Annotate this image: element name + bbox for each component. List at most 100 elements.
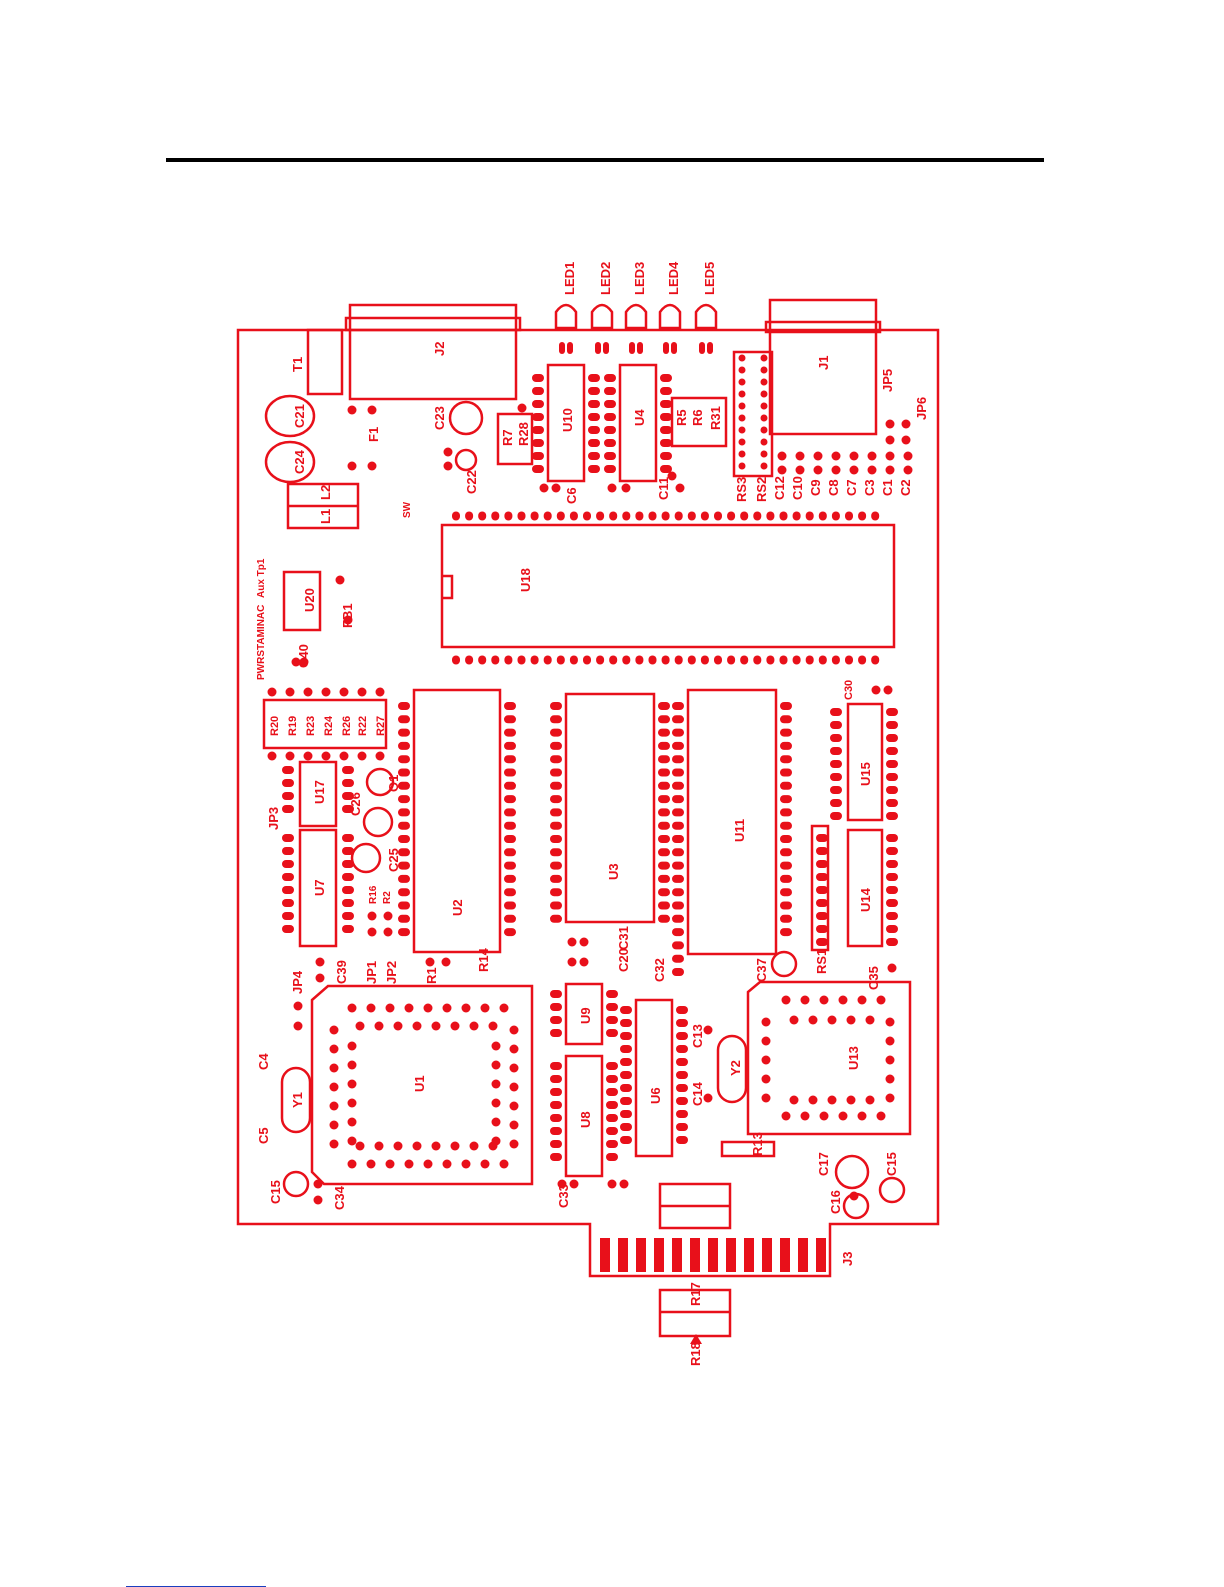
solder-pad: [886, 760, 898, 768]
solder-pad: [903, 465, 913, 475]
solder-pad: [478, 655, 487, 665]
solder-pad: [813, 451, 823, 461]
solder-pad: [672, 901, 684, 910]
solder-pad: [606, 1016, 618, 1024]
label-u4: U4: [632, 409, 647, 426]
solder-pad: [398, 928, 410, 937]
solder-pad: [583, 511, 591, 521]
solder-pad: [398, 741, 410, 750]
chip-u20: [282, 570, 322, 632]
solder-pad: [760, 402, 768, 410]
solder-pad: [777, 465, 787, 475]
solder-pad: [282, 899, 294, 907]
solder-pad: [398, 861, 410, 870]
solder-pad: [687, 511, 696, 521]
solder-pad: [509, 1025, 519, 1035]
solder-pad: [658, 702, 670, 710]
solder-pad: [903, 451, 913, 461]
chip-u15: [846, 702, 884, 822]
solder-pad: [588, 400, 600, 408]
label-r24: R24: [323, 715, 335, 736]
label-c12: C12: [772, 476, 787, 500]
solder-pad: [805, 655, 814, 665]
solder-pad: [425, 957, 435, 967]
solder-pad: [789, 1015, 799, 1025]
board-outline: [236, 328, 940, 1278]
solder-pad: [620, 1058, 632, 1066]
solder-pad: [267, 751, 277, 761]
solder-pad: [504, 795, 516, 804]
solder-pad: [499, 1159, 509, 1169]
solder-pad: [504, 901, 516, 910]
label-u9: U9: [578, 1007, 593, 1024]
solder-pad: [504, 655, 513, 665]
solder-pad: [509, 1044, 519, 1054]
solder-pad: [588, 465, 600, 473]
solder-pad: [622, 655, 631, 665]
solder-pad: [819, 1111, 829, 1121]
solder-pad: [827, 1095, 837, 1105]
solder-pad: [779, 511, 788, 521]
solder-pad: [550, 715, 562, 724]
label-u10: U10: [560, 408, 575, 432]
solder-pad: [738, 354, 746, 362]
solder-pad: [648, 511, 657, 521]
resistor-array: [262, 698, 388, 750]
solder-pad: [849, 1191, 859, 1201]
solder-pad: [543, 511, 552, 521]
solder-pad: [658, 755, 670, 764]
solder-pad: [886, 938, 898, 946]
solder-pad: [780, 702, 792, 710]
pin1-marker-icon: [690, 1334, 702, 1344]
solder-pad: [816, 834, 828, 842]
solder-pad: [792, 511, 801, 521]
label-l2: L2: [318, 485, 333, 500]
label-y2: Y2: [728, 1060, 743, 1076]
solder-pad: [355, 1021, 365, 1031]
label-led5: LED5: [702, 262, 717, 295]
solder-pad: [885, 1036, 895, 1046]
solder-pad: [398, 728, 410, 737]
solder-pad: [727, 511, 736, 521]
solder-pad: [423, 1003, 433, 1013]
solder-pad: [579, 937, 589, 947]
solder-pad: [443, 447, 453, 457]
solder-pad: [816, 912, 828, 920]
solder-pad: [282, 925, 294, 933]
solder-pad: [676, 1123, 688, 1131]
solder-pad: [504, 755, 516, 764]
solder-pad: [760, 438, 768, 446]
solder-pad: [596, 511, 605, 521]
solder-pad: [530, 655, 539, 665]
header-rule: [166, 158, 1044, 162]
solder-pad: [676, 1071, 688, 1079]
solder-pad: [469, 1141, 479, 1151]
solder-pad: [830, 773, 842, 781]
solder-pad: [672, 968, 684, 976]
solder-pad: [532, 452, 544, 460]
solder-pad: [816, 886, 828, 894]
solder-pad: [550, 1140, 562, 1148]
label-c33: C33: [556, 1184, 571, 1208]
solder-pad: [658, 861, 670, 870]
solder-pad: [672, 848, 684, 857]
solder-pad: [660, 452, 672, 460]
label-l1: L1: [318, 509, 333, 524]
solder-pad: [532, 465, 544, 473]
solder-pad: [780, 728, 792, 737]
solder-pad: [886, 873, 898, 881]
solder-pad: [660, 439, 672, 447]
solder-pad: [876, 1111, 886, 1121]
solder-pad: [282, 779, 294, 787]
connector-j2: [348, 303, 518, 401]
solder-pad: [452, 511, 460, 521]
solder-pad: [604, 426, 616, 434]
solder-pad: [700, 655, 709, 665]
solder-pad: [342, 860, 354, 868]
solder-pad: [672, 808, 684, 817]
solder-pad: [867, 451, 877, 461]
solder-pad: [805, 511, 814, 521]
solder-pad: [551, 483, 561, 493]
solder-pad: [886, 912, 898, 920]
solder-pad: [342, 886, 354, 894]
